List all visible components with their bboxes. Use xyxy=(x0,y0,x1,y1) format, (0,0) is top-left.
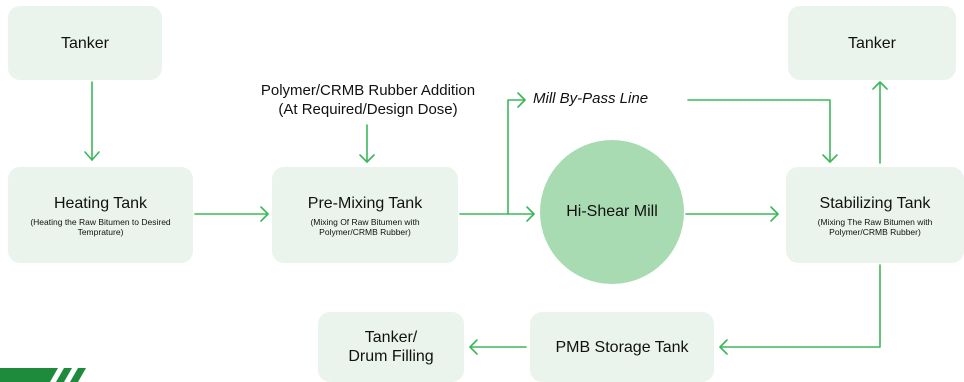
pre-mixing-tank-label: Pre-Mixing Tank xyxy=(307,194,423,212)
drum-filling-box: Tanker/ Drum Filling xyxy=(318,312,464,382)
stabilizing-tank-label: Stabilizing Tank xyxy=(819,194,931,212)
stabilizing-tank-box: Stabilizing Tank (Mixing The Raw Bitumen… xyxy=(786,167,964,263)
pmb-storage-tank-label: PMB Storage Tank xyxy=(555,338,689,356)
hi-shear-mill-circle: Hi-Shear Mill xyxy=(540,140,684,284)
bypass-line-label: Mill By-Pass Line xyxy=(533,90,649,107)
tanker-left-box: Tanker xyxy=(8,6,162,80)
heating-tank-label: Heating Tank xyxy=(53,194,148,212)
pre-mixing-tank-description: (Mixing Of Raw Bitumen with Polymer/CRMB… xyxy=(310,216,420,237)
pre-mixing-tank-box: Pre-Mixing Tank (Mixing Of Raw Bitumen w… xyxy=(272,167,458,263)
tanker-right-box: Tanker xyxy=(788,6,956,80)
drum-filling-label: Tanker/ Drum Filling xyxy=(348,329,434,365)
heating-tank-box: Heating Tank (Heating the Raw Bitumen to… xyxy=(8,167,193,263)
polymer-addition-note: Polymer/CRMB Rubber Addition (At Require… xyxy=(260,82,476,118)
brand-logo xyxy=(0,368,86,382)
pmb-storage-tank-box: PMB Storage Tank xyxy=(530,312,714,382)
tanker-right-label: Tanker xyxy=(847,34,897,52)
tanker-left-label: Tanker xyxy=(60,34,110,52)
stabilizing-tank-description: (Mixing The Raw Bitumen with Polymer/CRM… xyxy=(817,216,933,237)
heating-tank-description: (Heating the Raw Bitumen to Desired Temp… xyxy=(30,216,171,237)
hi-shear-mill-label: Hi-Shear Mill xyxy=(566,203,658,220)
